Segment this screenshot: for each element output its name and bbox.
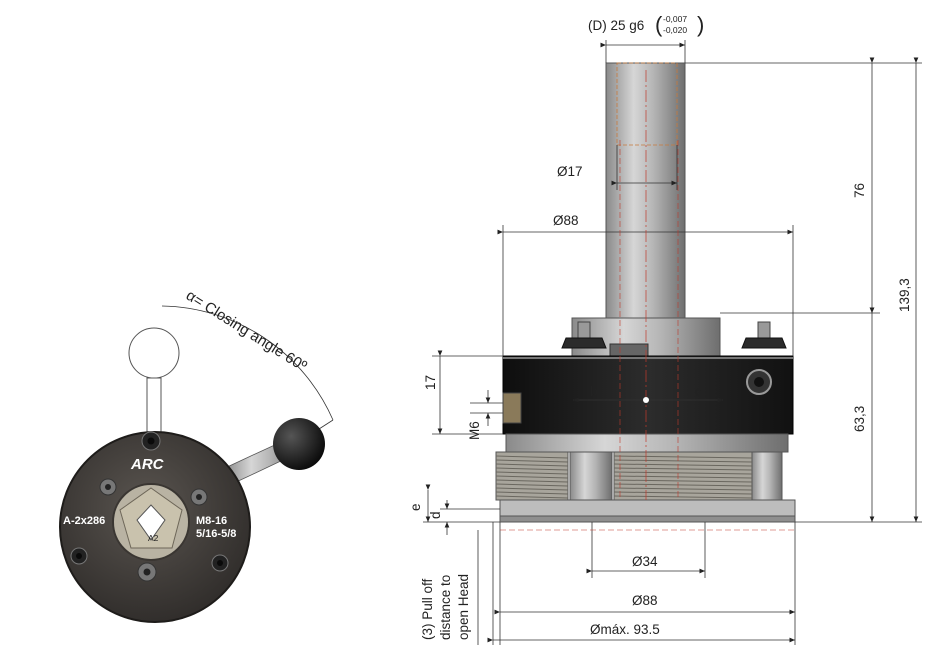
top-diameter-label: Ø88 — [553, 213, 579, 228]
screw-left — [99, 478, 117, 496]
pull-off-line1: (3) Pull off — [420, 578, 435, 640]
thread-lines — [495, 455, 753, 499]
thread-line — [495, 483, 569, 487]
m6-hole — [502, 392, 522, 424]
nut-right — [741, 321, 787, 349]
lower-plate — [505, 433, 789, 453]
logo-text: ARC — [130, 456, 165, 473]
screw-lower-right — [211, 554, 229, 572]
angle-arc — [161, 305, 334, 421]
thread-line — [495, 491, 569, 495]
nut-left — [561, 321, 607, 349]
model-label: A-2x286 — [63, 515, 105, 527]
screw-right — [190, 488, 208, 506]
b-label: b — [590, 384, 598, 399]
thread-line — [613, 483, 753, 487]
d34-label: Ø34 — [632, 554, 658, 569]
thread-line — [495, 463, 569, 467]
total-height-label: 139,3 — [897, 278, 912, 312]
screw-bottom — [137, 562, 157, 582]
d-label: d — [428, 511, 443, 519]
dim-17-label: 17 — [423, 375, 438, 390]
thread-range-inch: 5/16-5/8 — [196, 528, 236, 540]
die-marking: A2 — [148, 533, 159, 543]
thread-line — [613, 455, 753, 459]
clamp-block — [609, 343, 649, 357]
thread-opening — [136, 504, 166, 541]
bore-diameter-label: Ø17 — [557, 164, 583, 179]
thread-line — [495, 467, 569, 471]
thread-line — [613, 459, 753, 463]
center-dot — [643, 397, 649, 403]
tol-bracket-open: ( — [655, 12, 663, 37]
thread-line — [495, 459, 569, 463]
screw-top — [141, 431, 161, 451]
thread-range-metric: M8-16 — [196, 515, 227, 527]
thread-line — [613, 475, 753, 479]
max-diameter-label: Ømáx. 93.5 — [590, 622, 660, 637]
screw-lower-left — [70, 547, 88, 565]
shank-diameter-label: (D) 25 g6 — [588, 18, 644, 33]
c-label: c — [695, 384, 702, 399]
lever-knob[interactable] — [273, 418, 325, 470]
side-screw-socket — [754, 377, 764, 387]
head-top-view: α= Closing angle 60º A2 ARC A-2x286 M8-1… — [59, 287, 334, 623]
thread-line — [613, 487, 753, 491]
closing-angle-label: α= Closing angle 60º — [183, 287, 310, 375]
shank-bore-hidden — [616, 62, 678, 146]
pull-off-line2: distance to — [438, 575, 453, 640]
thread-line — [495, 475, 569, 479]
ghost-lever-arm — [146, 377, 162, 439]
shank — [605, 62, 686, 319]
thread-line — [495, 479, 569, 483]
thread-line — [613, 495, 753, 499]
thread-line — [613, 463, 753, 467]
base-flange — [499, 499, 796, 517]
pull-off-line3: open Head — [456, 574, 471, 640]
head-side-view — [495, 62, 796, 523]
thread-line — [613, 479, 753, 483]
tolerance-lower: -0,020 — [663, 25, 687, 35]
height-633-label: 63,3 — [852, 406, 867, 432]
tol-bracket-close: ) — [697, 12, 704, 37]
e-label: e — [408, 503, 423, 511]
thread-line — [495, 471, 569, 475]
thread-line — [495, 495, 569, 499]
dimension-lines — [423, 40, 922, 645]
thread-line — [613, 491, 753, 495]
thread-line — [613, 471, 753, 475]
thread-line — [613, 467, 753, 471]
tolerance-upper: -0,007 — [663, 14, 687, 24]
height-76-label: 76 — [852, 183, 867, 198]
thread-line — [495, 487, 569, 491]
base-bottom — [499, 515, 796, 523]
m6-label: M6 — [467, 421, 482, 440]
bottom-diameter-label: Ø88 — [632, 593, 658, 608]
ghost-lever-knob — [128, 327, 180, 379]
thread-line — [495, 455, 569, 459]
main-ring — [502, 355, 794, 435]
